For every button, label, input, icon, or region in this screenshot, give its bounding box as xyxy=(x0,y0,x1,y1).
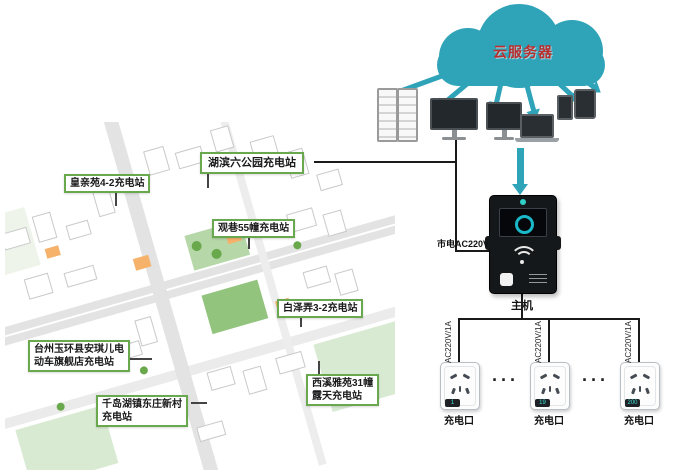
station-label-text: 动车旗舰店充电站 xyxy=(34,357,114,368)
station-label-text: 西溪雅苑31幢 xyxy=(312,378,374,389)
socket-plate xyxy=(624,366,656,406)
wifi-icon xyxy=(515,251,533,269)
station-label-taizhou: 台州玉环县安琪儿电 动车旗舰店充电站 xyxy=(28,340,130,372)
wire xyxy=(314,161,457,163)
charging-port-label: 充电口 xyxy=(624,416,654,427)
desktop-icon xyxy=(486,102,522,140)
smartphone-icon xyxy=(557,95,573,120)
station-label-hubin: 湖滨六公园充电站 xyxy=(200,152,304,175)
station-label-huangqinyuan: 皇亲苑4-2充电站 xyxy=(64,174,151,193)
host-logo xyxy=(520,199,526,205)
station-label-text: 皇亲苑4-2充电站 xyxy=(70,178,145,189)
charging-outlet: 200 xyxy=(620,362,660,410)
station-label-text: 湖滨六公园充电站 xyxy=(208,157,296,169)
cloud-server-label: 云服务器 xyxy=(493,44,553,60)
socket-plate xyxy=(534,366,566,406)
city-map-illustration xyxy=(5,122,395,470)
station-label-baizenong: 白泽弄3-2充电站 xyxy=(277,299,364,318)
ellipsis-dots: ··· xyxy=(492,370,519,390)
station-label-text: 白泽弄3-2充电站 xyxy=(283,303,358,314)
monitor-icon xyxy=(430,98,478,140)
wire xyxy=(458,318,460,362)
monitor-screen xyxy=(430,98,478,130)
cloud-to-host-arrow xyxy=(512,148,528,195)
server-rack-icon xyxy=(377,88,398,142)
station-label-xixiyayuan: 西溪雅苑31幢 露天充电站 xyxy=(306,374,380,406)
wire xyxy=(455,250,491,252)
station-label-text: 观巷55幢充电站 xyxy=(218,223,290,234)
wire-voltage-label: AC220V/1A xyxy=(534,321,543,363)
mains-power-label: 市电AC220V xyxy=(437,239,490,249)
host-screen xyxy=(499,208,547,237)
wire-voltage-label: AC220V/1A xyxy=(624,321,633,363)
charging-port-label: 充电口 xyxy=(444,416,474,427)
laptop-base xyxy=(515,138,559,142)
wire xyxy=(455,140,457,252)
desktop-base xyxy=(494,137,514,140)
laptop-icon xyxy=(515,114,559,142)
laptop-screen xyxy=(520,114,554,138)
station-label-text: 台州玉环县安琪儿电 xyxy=(34,344,124,355)
cloud-base xyxy=(437,44,605,86)
station-label-text: 充电站 xyxy=(102,412,132,423)
station-label-text: 千岛湖镇东庄新村 xyxy=(102,399,182,410)
charging-host-device xyxy=(485,195,561,294)
wifi-icon xyxy=(510,246,538,274)
wifi-icon xyxy=(520,260,524,264)
charging-outlet: 1 xyxy=(440,362,480,410)
leader-line xyxy=(318,361,320,374)
desktop-stand xyxy=(501,130,507,137)
host-socket xyxy=(500,273,513,286)
ellipsis-dots: ··· xyxy=(582,370,609,390)
leader-line xyxy=(300,315,302,327)
outlet-display: 200 xyxy=(625,399,640,407)
station-label-text: 露天充电站 xyxy=(312,391,362,402)
leader-line xyxy=(248,235,250,249)
server-rack-icon xyxy=(397,88,418,142)
monitor-base xyxy=(442,137,466,140)
leader-line xyxy=(191,402,207,404)
leader-line xyxy=(115,190,117,206)
outlet-display: 1 xyxy=(445,399,460,407)
station-label-guanxiang: 观巷55幢充电站 xyxy=(212,219,296,238)
leader-line xyxy=(126,358,152,360)
socket-plate xyxy=(444,366,476,406)
cloud-server-icon: 云服务器 xyxy=(433,4,613,88)
tablet-icon xyxy=(574,89,596,119)
host-label-strip xyxy=(529,274,547,286)
leader-line xyxy=(207,172,209,188)
wire xyxy=(548,318,550,362)
outlet-display: 19 xyxy=(535,399,550,407)
charging-port-label: 充电口 xyxy=(534,416,564,427)
wire xyxy=(638,318,640,362)
charging-outlet: 19 xyxy=(530,362,570,410)
wire-voltage-label: AC220V/1A xyxy=(444,321,453,363)
wire xyxy=(521,292,523,319)
monitor-stand xyxy=(451,130,457,137)
station-label-qiandaohu: 千岛湖镇东庄新村 充电站 xyxy=(96,395,188,427)
